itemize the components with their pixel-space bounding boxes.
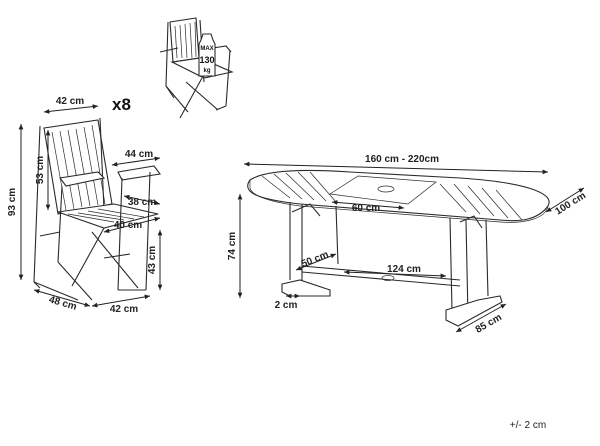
chair-base-width: 42 cm <box>110 304 138 315</box>
table-stretcher: 124 cm <box>387 264 421 275</box>
quantity-label: x8 <box>112 95 131 114</box>
chair-width-top: 42 cm <box>56 96 84 107</box>
chair-seat-height: 43 cm <box>147 246 158 274</box>
tolerance-note: +/- 2 cm <box>510 420 546 431</box>
small-chair-illustration <box>159 17 234 119</box>
chair-height-total: 93 cm <box>7 188 18 216</box>
table-foot: 2 cm <box>275 300 298 311</box>
chair-seat-depth: 38 cm <box>128 197 156 208</box>
badge-unit-label: kg <box>203 68 210 74</box>
chair-seat-width: 40 cm <box>114 220 142 231</box>
table-length: 160 cm - 220cm <box>365 154 439 165</box>
badge-weight-value: 130 <box>199 55 214 65</box>
weight-capacity-badge: MAX 130 kg <box>198 33 216 77</box>
chair-back-height: 53 cm <box>35 156 46 184</box>
chair-base-depth: 48 cm <box>48 294 78 312</box>
chair-armrest-width: 44 cm <box>125 149 153 160</box>
table-height: 74 cm <box>227 232 238 260</box>
badge-max-label: MAX <box>200 46 213 52</box>
table-illustration <box>247 169 550 327</box>
table-extension: 60 cm <box>352 203 380 214</box>
chair-illustration <box>33 117 161 301</box>
table-width: 100 cm <box>553 190 588 217</box>
